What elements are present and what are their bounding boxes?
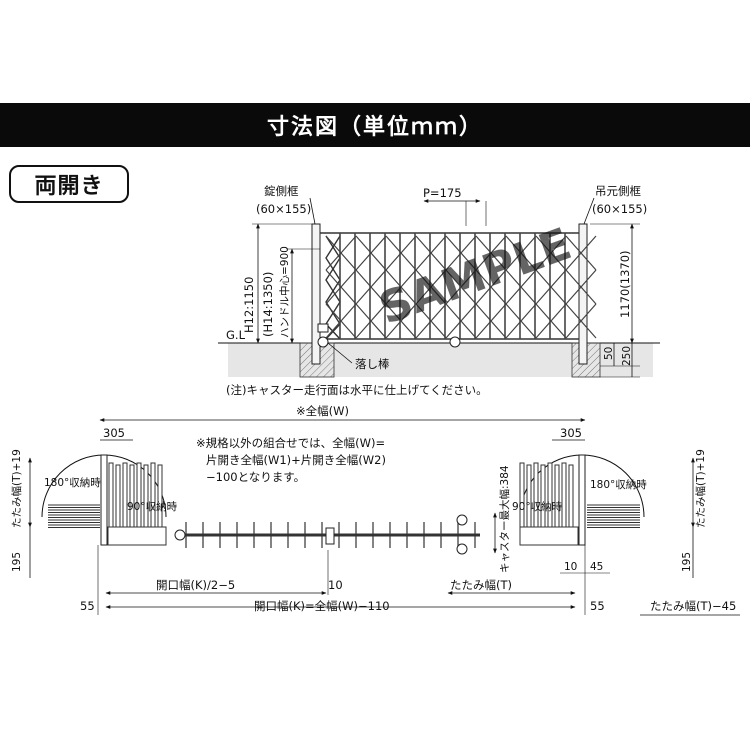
lock-frame-size: (60×155) xyxy=(256,202,311,216)
pitch-label: P=175 xyxy=(423,186,462,200)
frame-height: 1170(1370) xyxy=(618,250,632,318)
combination-note-1: ※規格以外の組合せでは、全幅(W)= xyxy=(196,436,385,450)
left-post xyxy=(100,454,108,546)
hinge-frame-label: 吊元側框 xyxy=(595,184,641,198)
caster-mid-icon xyxy=(449,336,461,348)
right-90-label: 90°収納時 xyxy=(512,500,563,513)
dim-10-right: 10 xyxy=(564,561,577,573)
left-55: 55 xyxy=(80,599,95,613)
half-opening-label: 開口幅(K)/2−5 xyxy=(156,578,235,592)
right-55: 55 xyxy=(590,599,605,613)
right-305: 305 xyxy=(560,426,582,440)
right-180-label: 180°収納時 xyxy=(590,478,647,491)
center-latch xyxy=(325,527,335,545)
caster-left-icon xyxy=(317,336,329,348)
left-195: 195 xyxy=(11,552,23,572)
right-fold-width: たたみ幅(T)+19 xyxy=(694,449,707,528)
combination-note-3: −100となります。 xyxy=(206,470,305,484)
page-title: 寸法図（単位ｍｍ） xyxy=(0,103,750,147)
drop-rod-label: 落し棒 xyxy=(355,357,390,371)
dim-50: 50 xyxy=(603,347,615,360)
combination-note-2: 片開き全幅(W1)+片開き全幅(W2) xyxy=(206,453,386,467)
height-alt: (H14:1350) xyxy=(261,272,275,337)
total-width-label: ※全幅(W) xyxy=(296,404,349,418)
center-gap: 10 xyxy=(328,578,343,592)
caster-width: キャスター最大幅:384 xyxy=(498,465,511,573)
plan-view: ※全幅(W) 305 305 ※規格以外の組合せでは、全幅(W)= 片開き全幅(… xyxy=(10,404,740,616)
right-post xyxy=(578,454,586,546)
handle-icon xyxy=(317,323,329,333)
caster-bottom-icon xyxy=(456,543,468,555)
left-90-label: 90°収納時 xyxy=(127,500,178,513)
ground-label: G.L xyxy=(226,328,246,342)
hinge-side-frame xyxy=(578,223,588,365)
left-fold-width: たたみ幅(T)+19 xyxy=(10,449,23,528)
left-305: 305 xyxy=(103,426,125,440)
handle-center: ハンドル中心=900 xyxy=(278,246,291,338)
dim-250: 250 xyxy=(621,346,633,366)
fold-minus-label: たたみ幅(T)−45 xyxy=(650,599,736,613)
caster-note: (注)キャスター走行面は水平に仕上げてください。 xyxy=(226,383,488,397)
opening-label: 開口幅(K)=全幅(W)−110 xyxy=(254,599,390,613)
left-180-label: 180°収納時 xyxy=(44,476,101,489)
dim-45-right: 45 xyxy=(590,561,603,573)
fold-width-label: たたみ幅(T) xyxy=(450,578,512,592)
lock-frame-label: 錠側框 xyxy=(264,184,299,198)
height-main: H12:1150 xyxy=(242,277,256,333)
lock-side-frame xyxy=(311,223,321,365)
right-195: 195 xyxy=(681,552,693,572)
gate-type-label: 両開き xyxy=(9,165,129,203)
elevation-view: SAMPLE 錠側框 (60×155) 吊元側框 (60×155) P=175 … xyxy=(218,184,660,397)
hinge-frame-size: (60×155) xyxy=(592,202,647,216)
caster-top-icon xyxy=(456,514,468,526)
